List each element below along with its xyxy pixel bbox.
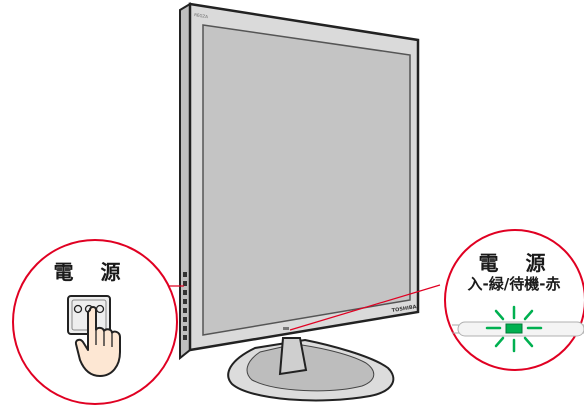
power-indicator-legend: 入-緑/待機-赤 (467, 275, 561, 293)
tv-led-small (283, 327, 289, 330)
left-callout (12, 239, 178, 405)
tv-model-label: REGZA (194, 12, 209, 19)
right-callout (444, 229, 584, 371)
tv-side-buttons (183, 272, 187, 340)
power-led-icon (505, 323, 523, 334)
tv-side-edge (179, 2, 191, 361)
right-callout-title: 電 源 (478, 251, 556, 275)
tv-brand-label: TOSHIBA (391, 304, 417, 314)
tv-stand (227, 337, 395, 402)
left-callout-title: 電 源 (53, 260, 131, 284)
tv-screen (202, 24, 411, 336)
pointing-hand-icon (74, 306, 121, 377)
right-callout-leader (289, 284, 441, 331)
